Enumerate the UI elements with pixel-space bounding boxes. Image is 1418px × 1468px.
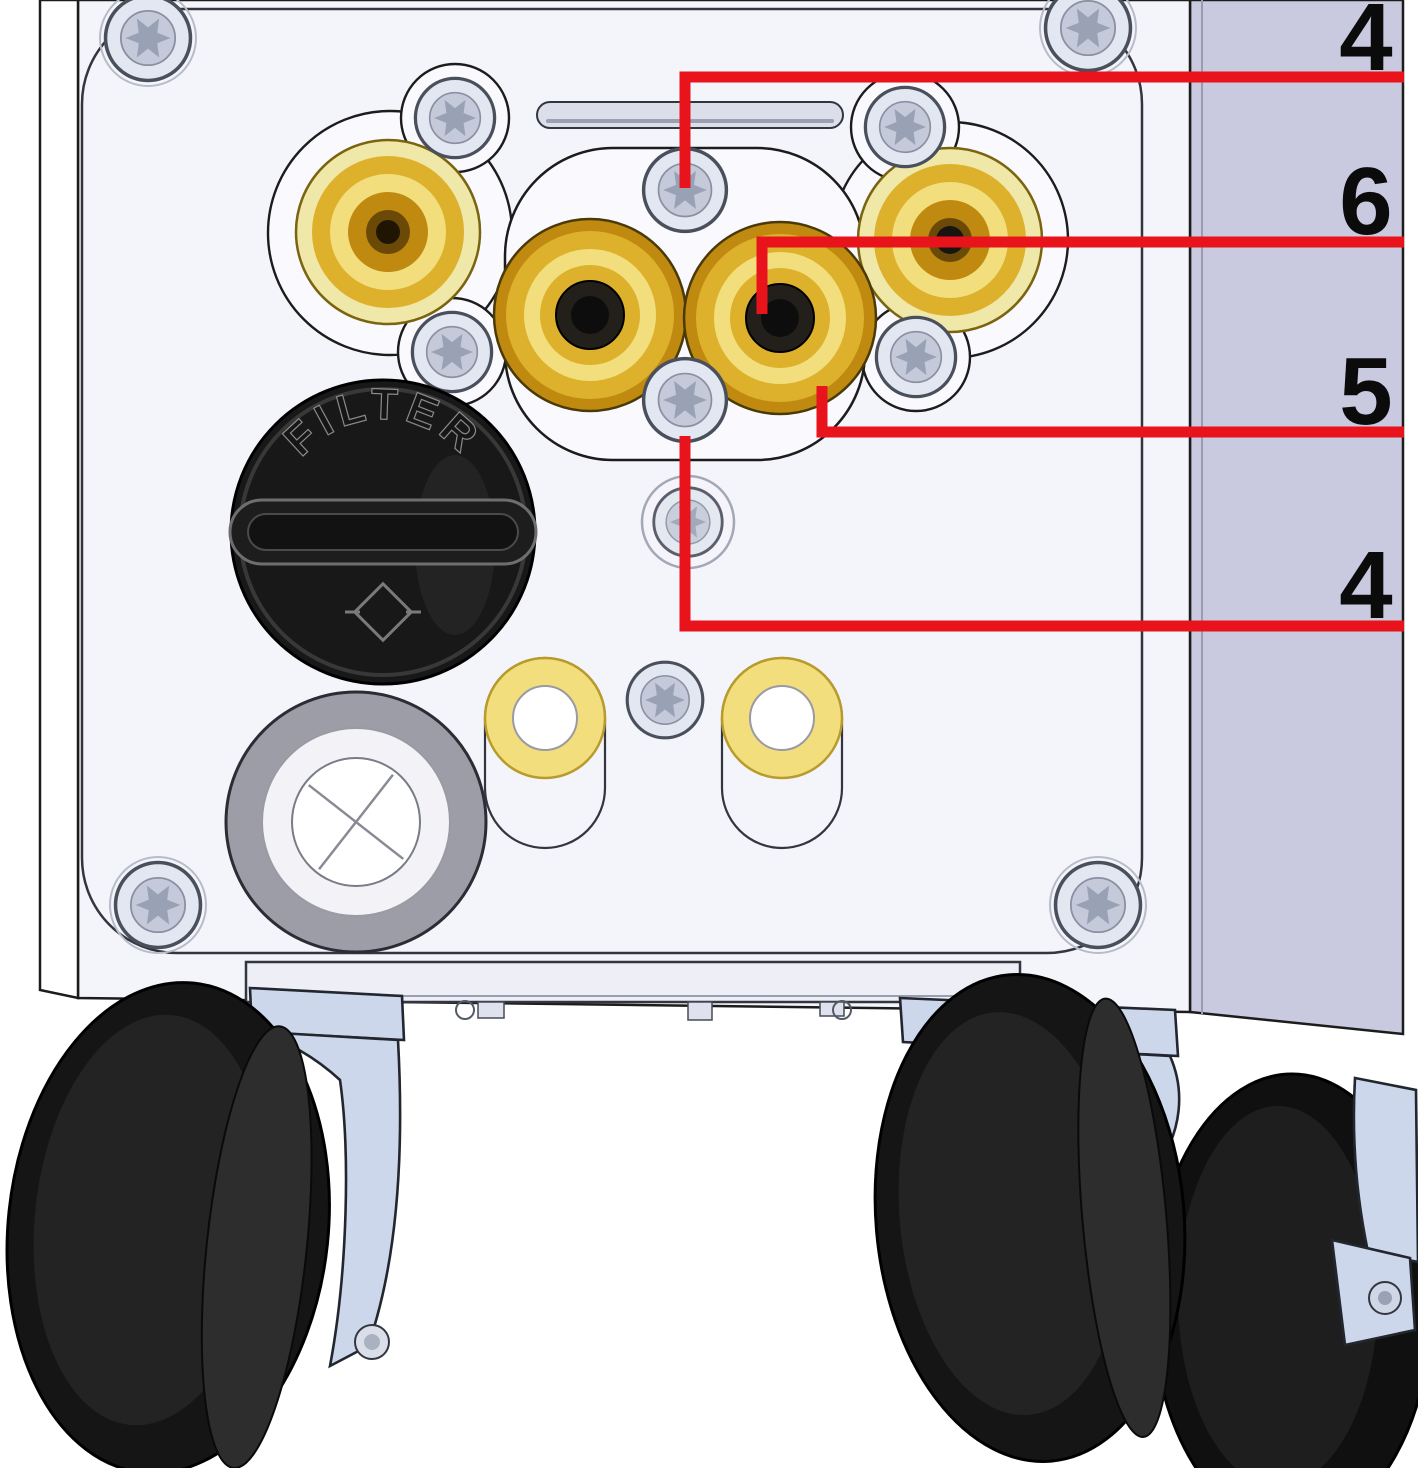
base-clip [477, 1001, 505, 1019]
bushing-right [720, 656, 844, 780]
screw-center-small [625, 660, 705, 740]
caster-right-wheel [873, 973, 1187, 1463]
base-clip [819, 1001, 845, 1017]
filter-cap-handle [228, 498, 538, 566]
caster-left-wheel [5, 981, 331, 1468]
connector-outer-left [294, 138, 482, 326]
screw-cluster-bottom-center [641, 356, 729, 444]
base-channel [244, 960, 1022, 1021]
bushings [483, 656, 844, 850]
callout-line-3 [816, 386, 1404, 438]
filter-cap: FILTER [228, 378, 538, 686]
callout-label-3: 5 [1339, 338, 1392, 445]
inner-panel-outline [80, 7, 1144, 955]
bushing-left [483, 656, 607, 780]
screw-cluster-top-left [413, 76, 497, 160]
screw-cluster-bottom-right [874, 315, 958, 399]
port-cross [307, 773, 405, 871]
screw-panel-bottom-left [109, 856, 207, 954]
callout-line-2 [756, 236, 1404, 314]
round-port [224, 690, 488, 954]
callouts: 4 6 5 4 [679, 0, 1404, 639]
filter-cap-symbol [345, 581, 421, 643]
screw-cluster-bottom-left [410, 310, 494, 394]
wire-loop [832, 1000, 852, 1020]
screw-panel-top-left [99, 0, 197, 87]
base-clip [687, 1001, 713, 1021]
caster-right [873, 973, 1418, 1468]
wire-loop [455, 1000, 475, 1020]
connector-cluster [266, 62, 1070, 462]
machine-left-edge [38, 0, 80, 1000]
caster-right-brake [1330, 1238, 1417, 1347]
caster-left [5, 981, 406, 1468]
screw-panel-bottom-right [1049, 856, 1147, 954]
callout-line-4 [679, 436, 1404, 632]
screw-cluster-top-right [863, 85, 947, 169]
callout-label-2: 6 [1339, 148, 1392, 255]
callout-label-4: 4 [1339, 532, 1392, 639]
callout-label-1: 4 [1339, 0, 1392, 91]
caster-right-rear-wheel [1150, 1072, 1418, 1468]
callout-line-1 [679, 71, 1404, 188]
caster-left-bracket [248, 986, 406, 1369]
caster-right-rear-fork [1352, 1076, 1418, 1264]
caster-left-axle-bolt [354, 1324, 390, 1360]
